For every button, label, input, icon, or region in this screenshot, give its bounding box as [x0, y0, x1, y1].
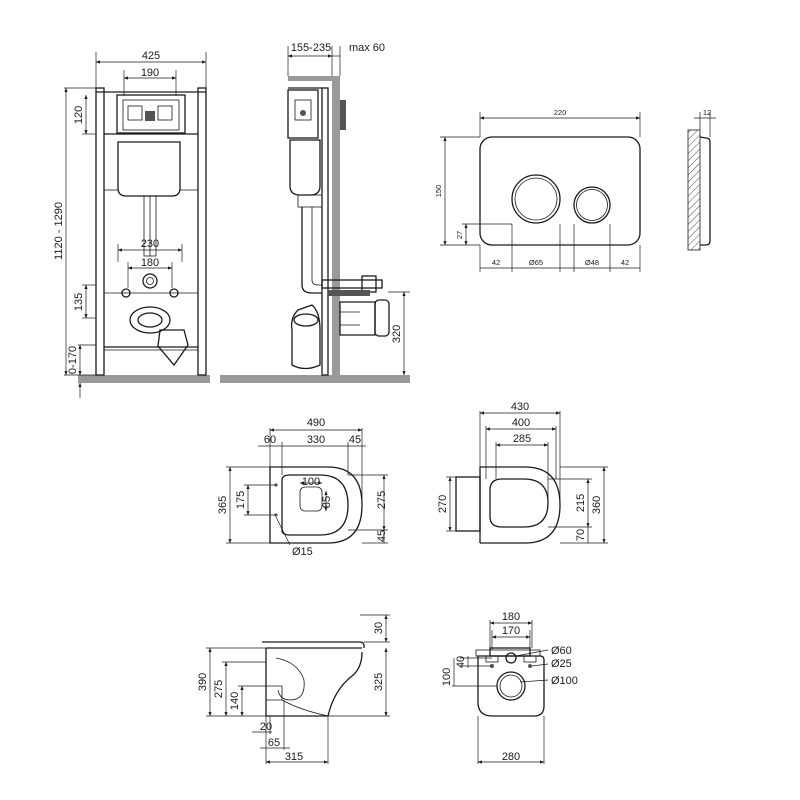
floor-slab-side: [220, 375, 410, 383]
seat-opening: [489, 478, 549, 528]
bowl-back-view: 180 170 Ø60 Ø25 Ø100 40 100 280: [441, 611, 578, 764]
flush-inlet: [142, 273, 158, 289]
pipe-side: [301, 207, 322, 294]
right-upright: [197, 87, 207, 376]
dim-42-right: 42: [621, 258, 629, 267]
dim-360: 360: [591, 496, 603, 514]
dim-180-back: 180: [502, 611, 520, 623]
bowl-inner-curve: [275, 657, 305, 701]
bowl-outline-top: [269, 466, 363, 544]
small-flush-button: [573, 186, 611, 224]
dim-215: 215: [575, 494, 587, 512]
dim-30: 30: [373, 622, 385, 634]
big-flush-button: [511, 174, 561, 224]
dim-85: 85: [321, 496, 333, 508]
bowl-side-view: 30 325 390 275 140 20 65 315: [197, 614, 390, 764]
dim-100-back: 100: [441, 668, 453, 686]
dim-12: 12: [703, 108, 711, 117]
dim-60: 60: [264, 434, 276, 446]
cistern-side: [289, 139, 321, 196]
dim-100-top: 100: [302, 476, 320, 488]
flush-plate-side-view: 12: [687, 108, 716, 251]
bowl-back-outline: [477, 655, 545, 717]
wall-section: [332, 76, 340, 383]
dim-45-side: 45: [376, 530, 388, 542]
dim-400: 400: [512, 417, 530, 429]
dim-170: 170: [502, 625, 520, 637]
dim-40: 40: [455, 656, 467, 668]
seat-lid-side: [262, 641, 365, 648]
dim-180: 180: [141, 257, 159, 269]
dim-d48: Ø48: [585, 258, 599, 267]
dim-280: 280: [502, 751, 520, 763]
dim-285: 285: [513, 433, 531, 445]
dim-150: 150: [434, 185, 443, 198]
dim-140: 140: [229, 692, 241, 710]
dim-45-top: 45: [349, 434, 361, 446]
dim-220: 220: [554, 108, 567, 117]
dim-490: 490: [307, 417, 325, 429]
bowl-inner-top: [281, 474, 349, 536]
dim-190: 190: [141, 67, 159, 79]
drain-hole-back: [496, 671, 526, 701]
dim-325: 325: [373, 673, 385, 691]
left-upright: [95, 87, 105, 376]
bowl-top-view: 490 60 330 45 365 175 100 85 275 45 Ø15: [217, 417, 388, 558]
dim-d15: Ø15: [292, 546, 313, 558]
drain-outlet: [129, 306, 171, 334]
cistern: [117, 141, 181, 197]
dim-390: 390: [197, 673, 209, 691]
seat-hinge-block: [455, 476, 481, 532]
bowl-side-outline: [265, 648, 363, 717]
dim-315: 315: [285, 751, 303, 763]
dim-270: 270: [437, 495, 449, 513]
frame-side-view: 155-235 max 60 320: [220, 42, 410, 383]
floor-slab: [78, 375, 210, 383]
dim-275-side: 275: [213, 680, 225, 698]
dim-430: 430: [511, 401, 529, 413]
wall-hatch: [687, 129, 701, 251]
dim-20: 20: [260, 721, 272, 733]
dim-max-60: max 60: [349, 42, 385, 54]
dim-70: 70: [575, 529, 587, 541]
dim-d25: Ø25: [551, 658, 572, 670]
plate-profile: [699, 136, 711, 246]
dim-65: 65: [268, 737, 280, 749]
dim-d60: Ø60: [551, 645, 572, 657]
flush-opening: [116, 94, 186, 134]
dim-155-235: 155-235: [291, 42, 331, 54]
dim-42-left: 42: [492, 258, 500, 267]
bowl-hole: [299, 486, 323, 512]
flush-plate-side: [340, 100, 346, 130]
dim-d100: Ø100: [551, 675, 578, 687]
dim-425: 425: [142, 50, 160, 62]
inlet-hole-back: [505, 652, 517, 664]
dim-175: 175: [235, 491, 247, 509]
dim-275-top: 275: [376, 491, 388, 509]
flush-box-side: [287, 89, 319, 139]
dim-330: 330: [307, 434, 325, 446]
dim-d65: Ø65: [529, 258, 543, 267]
dim-320: 320: [391, 325, 403, 343]
dim-365: 365: [217, 496, 229, 514]
dim-230: 230: [141, 238, 159, 250]
dim-120: 120: [73, 106, 85, 124]
dim-0-170: 0-170: [67, 346, 79, 374]
seat-top-view: 430 400 285 270 215 360 70: [437, 401, 608, 544]
dim-1120-1290: 1120 - 1290: [53, 202, 65, 260]
drain-elbow-side: [290, 304, 321, 370]
frame-front-view: 425 190 1120 - 1290 120 230 180 135 0-17…: [53, 50, 210, 398]
flush-plate-front: 220 150 27 42 Ø65 Ø48 42: [434, 108, 641, 272]
dim-27: 27: [455, 231, 464, 239]
dim-135: 135: [73, 293, 85, 311]
